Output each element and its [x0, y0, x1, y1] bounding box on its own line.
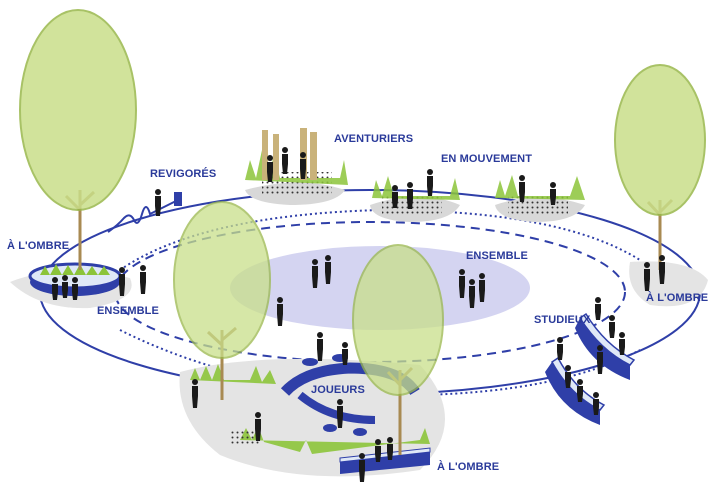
studieux-bench-front — [545, 362, 600, 425]
person — [550, 182, 556, 205]
stool — [302, 358, 318, 366]
tree-left — [19, 9, 137, 270]
person — [644, 262, 650, 291]
person — [595, 297, 601, 320]
post — [310, 132, 317, 180]
aventuriers-grass — [245, 150, 348, 185]
label-aventuriers: AVENTURIERS — [334, 133, 414, 145]
person — [392, 185, 398, 208]
fountain — [174, 192, 182, 206]
label-revigores: REVIGORÉS — [150, 168, 217, 180]
post — [262, 130, 268, 180]
label-a-lombre-left: À L'OMBRE — [7, 240, 70, 252]
joueurs-track-inner — [297, 391, 376, 424]
tree-bottom-left — [173, 201, 271, 400]
person — [62, 275, 68, 298]
tree-right — [614, 64, 706, 270]
person — [577, 379, 583, 402]
person — [312, 259, 318, 288]
person — [387, 437, 393, 460]
person — [337, 399, 343, 428]
stool — [323, 424, 337, 432]
person — [375, 439, 381, 462]
label-en-mouvement: EN MOUVEMENT — [441, 153, 533, 165]
fountain-pipe — [107, 199, 179, 233]
person — [255, 412, 261, 441]
grass-left — [40, 264, 110, 275]
person — [609, 315, 615, 338]
label-ensemble-left: ENSEMBLE — [97, 305, 159, 317]
person — [427, 169, 433, 196]
person — [619, 332, 625, 355]
label-joueurs: JOUEURS — [311, 384, 365, 396]
person — [359, 453, 365, 482]
person — [593, 392, 599, 415]
person — [300, 152, 306, 179]
person — [277, 297, 283, 326]
person — [119, 267, 125, 296]
person — [659, 255, 665, 284]
person — [407, 182, 413, 209]
tree-bottom-center — [352, 244, 444, 455]
wavy-path-ring-front — [119, 329, 641, 397]
person — [140, 265, 146, 294]
third-platform-grass — [495, 175, 585, 200]
label-studieux: STUDIEUX — [534, 314, 591, 326]
label-a-lombre-bottom: À L'OMBRE — [437, 461, 500, 473]
person — [325, 255, 331, 284]
person — [267, 155, 273, 182]
post — [273, 134, 279, 180]
person — [155, 189, 161, 216]
person — [72, 277, 78, 300]
person — [597, 345, 603, 374]
people — [52, 147, 665, 482]
bottom-grass-2 — [240, 426, 430, 454]
person — [52, 277, 58, 300]
en-mouvement-grass — [372, 176, 460, 200]
bottom-dots — [230, 430, 260, 444]
label-a-lombre-right: À L'OMBRE — [646, 292, 709, 304]
person — [192, 379, 198, 408]
person — [282, 147, 288, 174]
person — [317, 332, 323, 361]
label-ensemble-center: ENSEMBLE — [466, 250, 528, 262]
person — [469, 279, 475, 308]
person — [342, 342, 348, 365]
person — [479, 273, 485, 302]
person — [565, 365, 571, 388]
bottom-grass — [190, 364, 276, 384]
stool — [353, 428, 367, 436]
person — [459, 269, 465, 298]
person — [519, 175, 525, 202]
person — [557, 337, 563, 360]
